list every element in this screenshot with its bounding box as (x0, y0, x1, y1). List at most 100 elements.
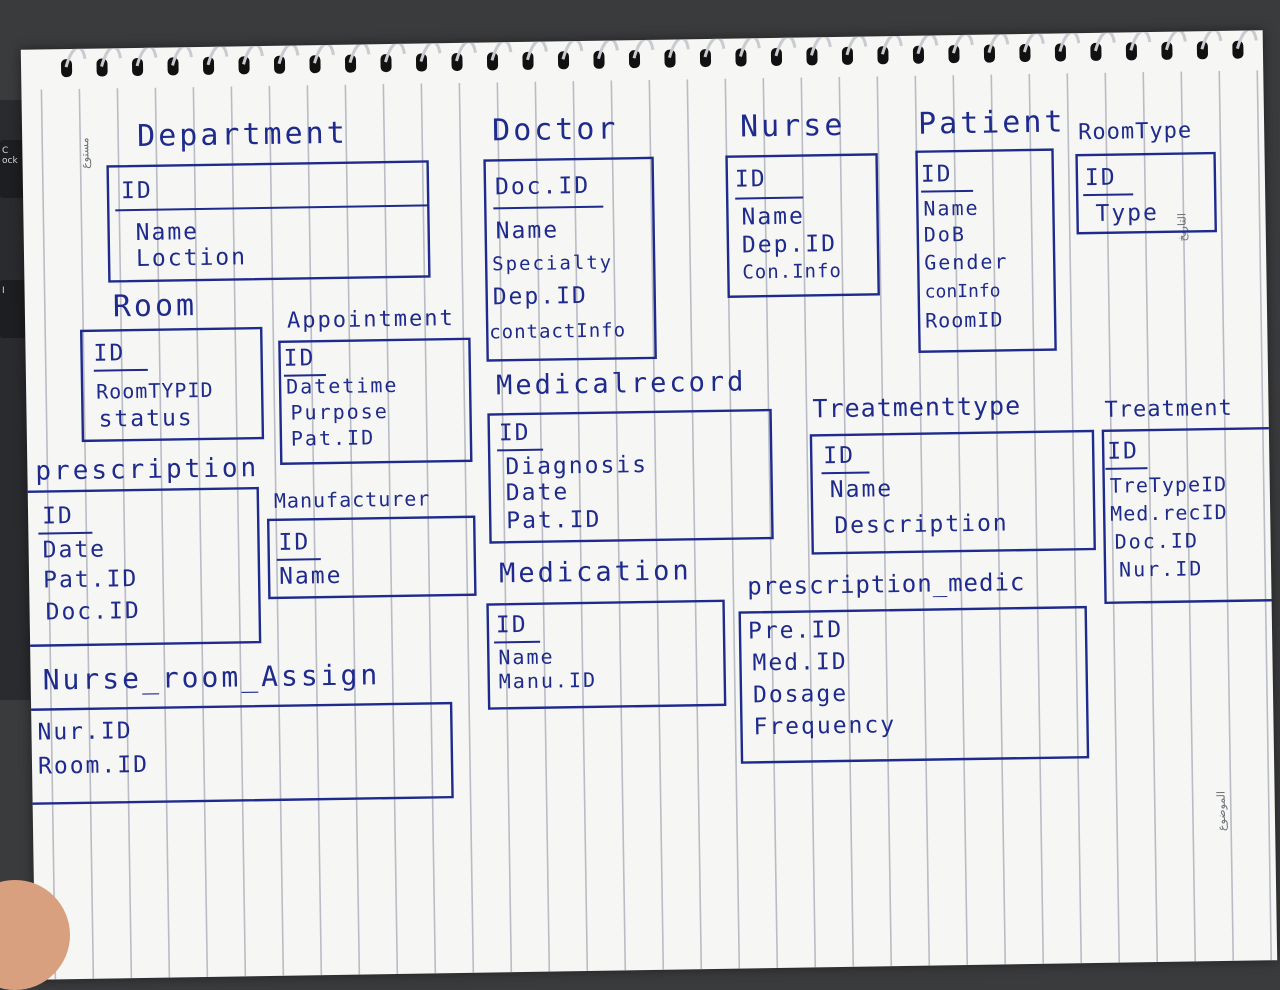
entity-field: Name (498, 645, 555, 670)
entity-field: Nur.ID (37, 718, 132, 745)
ruled-line (420, 83, 437, 974)
entity-nurse: Nurse ID Name Dep.ID Con.Info (725, 108, 880, 298)
entity-title: Patient (918, 104, 1066, 141)
ruled-line (192, 87, 209, 978)
entity-field: ID (823, 443, 855, 469)
spiral-wire (703, 36, 726, 58)
entity-box (725, 153, 880, 298)
primary-key-divider (735, 196, 804, 200)
entity-field: Date (42, 537, 106, 564)
primary-key-divider (115, 204, 429, 212)
ruled-line (344, 84, 361, 975)
spiral-wire (668, 36, 690, 59)
spiral-wire (455, 40, 477, 62)
ruled-line (458, 82, 475, 973)
ruled-line (686, 79, 703, 970)
spiral-hole (344, 54, 357, 73)
entity-box (738, 605, 1090, 764)
side-label-subject: مستوع (78, 137, 91, 169)
entity-treatment: Treatment ID TreTypeID Med.recID Doc.ID … (1101, 396, 1278, 605)
entity-field: RoomID (925, 307, 1004, 332)
entity-patient: Patient ID Name DoB Gender conInfo RoomI… (915, 104, 1066, 353)
entity-title: Appointment (287, 306, 455, 334)
entity-field: RoomTYPID (96, 378, 214, 404)
entity-field: contactInfo (489, 319, 626, 343)
ruled-line (1028, 73, 1045, 964)
ruled-line (800, 77, 817, 968)
primary-key-divider (497, 448, 544, 452)
entity-medication: Medication ID Name Manu.ID (486, 555, 727, 710)
spiral-hole (948, 45, 960, 64)
entity-treatmenttype: Treatmenttype ID Name Description (809, 391, 1096, 555)
spiral-wire (384, 41, 406, 63)
spiral-wire (597, 38, 619, 60)
spiral-hole (699, 49, 712, 68)
spiral-wire (348, 41, 371, 64)
entity-box (106, 160, 431, 283)
ruled-line (762, 78, 779, 969)
spiral-wire (561, 38, 584, 60)
spiral-hole (841, 46, 854, 65)
entity-box (1075, 151, 1217, 235)
spiral-hole (202, 56, 215, 75)
spiral-hole (380, 54, 392, 73)
keyboard-key: I (0, 280, 26, 338)
primary-key-divider (921, 189, 974, 193)
spiral-hole (61, 59, 73, 78)
spiral-hole (1090, 42, 1102, 61)
entity-title: Nurse (740, 108, 846, 145)
entity-field: ID (921, 161, 953, 187)
spiral-wire (1164, 30, 1187, 51)
entity-room: Room ID RoomTYPID status (79, 288, 265, 443)
spiral-wire (1235, 30, 1258, 50)
ruled-line (1142, 72, 1159, 963)
entity-field: Con.Info (742, 260, 842, 284)
spiral-wire (242, 43, 264, 65)
ruled-line (1180, 71, 1197, 962)
entity-field: Name (279, 563, 343, 590)
spiral-wire (277, 43, 300, 65)
spiral-hole (628, 50, 641, 69)
spiral-hole (1161, 41, 1173, 60)
entity-field: Frequency (753, 712, 896, 740)
entity-title: prescription_medic (747, 568, 1025, 600)
primary-key-divider (1105, 467, 1148, 470)
entity-field: status (98, 405, 193, 432)
spiral-wire (135, 45, 158, 67)
spiral-hole (309, 55, 321, 74)
spiral-hole (486, 52, 499, 71)
spiral-hole (1125, 42, 1137, 61)
entity-field: Dosage (753, 681, 848, 708)
spiral-hole (238, 56, 250, 75)
entity-field: Name (830, 476, 894, 503)
ruled-line (154, 87, 171, 978)
entity-field: Manu.ID (499, 668, 598, 694)
entity-title: RoomType (1078, 118, 1192, 145)
ruled-line (610, 80, 627, 971)
primary-key-divider (276, 558, 321, 561)
spiral-wire (739, 35, 761, 57)
spiral-hole (273, 55, 286, 74)
spiral-wire (1200, 30, 1223, 50)
entity-roomtype: RoomType ID Type (1075, 118, 1217, 235)
entity-title: Treatmenttype (812, 391, 1021, 423)
er-diagram: مستوع التاريخ الموضوع Department ID Name… (20, 30, 1278, 980)
ruled-line (572, 81, 589, 972)
spiral-hole (96, 58, 108, 77)
primary-key-divider (821, 471, 870, 475)
notebook-page: مستوع التاريخ الموضوع Department ID Name… (20, 30, 1278, 980)
entity-box (809, 429, 1096, 555)
entity-field: Name (495, 217, 559, 244)
entity-field: Pre.ID (748, 617, 843, 644)
primary-key-divider (93, 368, 148, 372)
entity-field: Pat.ID (43, 566, 138, 593)
entity-field: ID (1085, 165, 1117, 191)
entity-field: ID (42, 503, 74, 529)
ruled-line (496, 82, 513, 973)
spiral-wire (1129, 30, 1152, 51)
spiral-hole (912, 45, 925, 64)
spiral-wire (1058, 30, 1081, 52)
spiral-hole (1019, 44, 1031, 63)
entity-field: Purpose (290, 399, 389, 425)
spiral-hole (735, 48, 747, 67)
